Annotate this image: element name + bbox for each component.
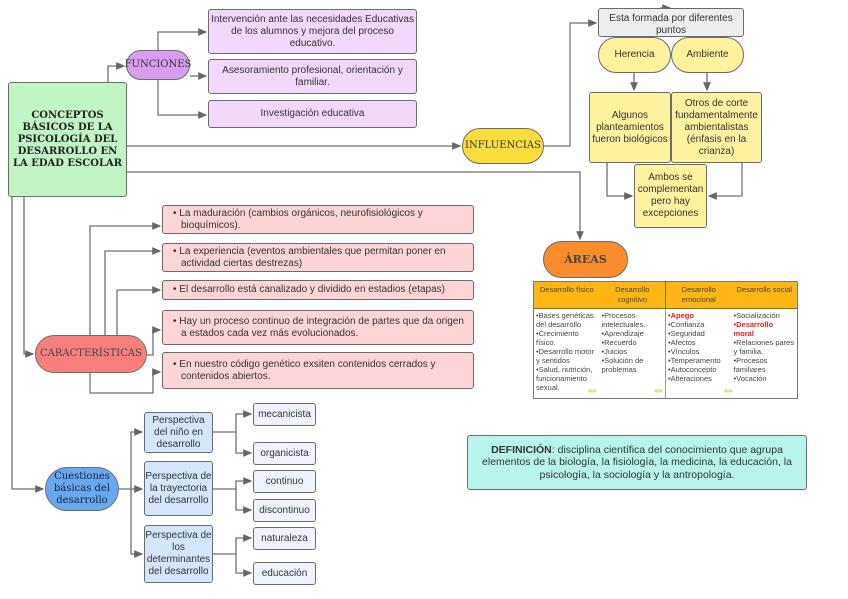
- main-concept-text: CONCEPTOS BÁSICOS DE LA PSICOLOGÍA DEL D…: [12, 109, 123, 169]
- funciones-label: FUNCIONES: [124, 59, 192, 70]
- herencia-label: Herencia: [614, 49, 655, 60]
- option-node: continuo: [253, 470, 316, 493]
- ambiente-label: Ambiente: [686, 49, 729, 60]
- area-item: •Vocación: [733, 374, 767, 383]
- influencias-label: INFLUENCIAS: [465, 140, 541, 151]
- area-item: •Bases genéticas del desarrollo: [536, 311, 594, 329]
- area-item: •Salud, nutrición, funcionamiento sexual…: [536, 365, 593, 392]
- ambiente-detail-node: Otros de corte fundamentalmente ambienta…: [671, 92, 762, 163]
- area-item: •Autoconcepto: [668, 365, 717, 374]
- main-concept-node: CONCEPTOS BÁSICOS DE LA PSICOLOGÍA DEL D…: [8, 82, 127, 197]
- caracteristica-text: • La experiencia (eventos ambientales qu…: [173, 245, 446, 269]
- herencia-detail-text: Algunos planteamientos fueron biológicos: [592, 109, 668, 145]
- caracteristica-text: • La maduración (cambios orgánicos, neur…: [173, 207, 423, 231]
- area-item: •Seguridad: [668, 329, 705, 338]
- area-item: •Recuerdo: [601, 338, 637, 347]
- herencia-detail-node: Algunos planteamientos fueron biológicos: [589, 92, 671, 163]
- area-item: •Alteraciones: [668, 374, 712, 383]
- funcion-item: Investigación educativa: [208, 100, 417, 128]
- definicion-content: DEFINICIÓN: disciplina científica del co…: [476, 444, 798, 482]
- caracteristica-text: • Hay un proceso continuo de integración…: [173, 315, 464, 339]
- area-item: •Apego: [668, 311, 694, 320]
- conclusion-node: Ambos se complementan pero hay excepcion…: [634, 164, 707, 228]
- option-node: discontinuo: [253, 499, 316, 522]
- column-header: Desarrollo social: [736, 285, 792, 294]
- perspectiva-node: Perspectiva de la trayectoria del desarr…: [144, 461, 213, 516]
- area-item: •Socialización: [733, 311, 780, 320]
- perspectiva-node: Perspectiva del niño en desarrollo: [144, 412, 213, 453]
- area-item: •Relaciones pares y familia.: [733, 338, 795, 356]
- definicion-text: : disciplina científica del conocimiento…: [482, 443, 792, 481]
- conclusion-text: Ambos se complementan pero hay excepcion…: [637, 172, 704, 219]
- ambiente-node: Ambiente: [671, 37, 744, 73]
- caracteristica-item: • La experiencia (eventos ambientales qu…: [162, 243, 474, 272]
- option-node: mecanicista: [253, 403, 316, 426]
- column-header: Desarrollo físico: [539, 285, 594, 294]
- ambiente-detail-text: Otros de corte fundamentalmente ambienta…: [675, 97, 758, 157]
- caracteristica-item: • Hay un proceso continuo de integración…: [162, 310, 474, 345]
- column-header: Desarrollo cognitivo: [615, 285, 650, 304]
- caracteristica-text: • En nuestro código genético exsiten con…: [173, 358, 436, 382]
- funcion-item: Intervención ante las necesidades Educat…: [208, 9, 417, 54]
- area-item: •Juicios: [601, 347, 628, 356]
- area-item: •Crecimiento físico.: [536, 329, 579, 347]
- option-node: educación: [253, 562, 316, 585]
- funcion-text: Investigación educativa: [260, 108, 365, 119]
- perspectiva-label: Perspectiva del niño en desarrollo: [152, 414, 205, 450]
- funcion-text: Asesoramiento profesional, orientación y…: [222, 64, 403, 88]
- areas-label: ÁREAS: [564, 252, 607, 266]
- option-node: naturaleza: [253, 527, 316, 550]
- option-node: organicista: [253, 442, 316, 465]
- areas-table: Desarrollo físico Desarrollo cognitivo D…: [533, 281, 798, 399]
- option-label: educación: [261, 567, 308, 579]
- area-item: •Aprendizaje: [601, 329, 644, 338]
- area-item: •Procesos familiares: [733, 356, 768, 374]
- areas-column: •Procesos intelectuales.•Aprendizaje•Rec…: [600, 309, 666, 398]
- funcion-item: Asesoramiento profesional, orientación y…: [208, 59, 417, 94]
- funcion-text: Intervención ante las necesidades Educat…: [211, 13, 414, 49]
- area-item: •Afectos: [668, 338, 696, 347]
- option-label: organicista: [260, 447, 309, 459]
- option-label: naturaleza: [261, 532, 308, 544]
- perspectiva-label: Perspectiva de los determinantes del des…: [145, 530, 212, 577]
- puntos-text: Esta formada por diferentes puntos: [609, 13, 733, 36]
- areas-node: ÁREAS: [543, 241, 628, 278]
- caracteristica-item: • El desarrollo está canalizado y dividi…: [162, 280, 474, 300]
- areas-column: •Bases genéticas del desarrollo•Crecimie…: [534, 309, 600, 398]
- definicion-label: DEFINICIÓN: [491, 443, 552, 456]
- area-item: •Vínculos: [668, 347, 700, 356]
- cuestiones-label: Cuestiones básicas del desarrollo: [53, 471, 111, 506]
- areas-column: •Apego•Confianza•Seguridad•Afectos•Víncu…: [665, 309, 732, 398]
- puntos-node: Esta formada por diferentes puntos: [598, 8, 744, 37]
- definicion-box: DEFINICIÓN: disciplina científica del co…: [467, 435, 807, 490]
- double-arrow-icon: ⇔: [586, 382, 599, 397]
- double-arrow-icon: ⇔: [652, 382, 665, 397]
- double-arrow-icon: ⇔: [722, 382, 735, 397]
- column-header: Desarrollo emocional: [665, 282, 732, 308]
- caracteristica-item: • La maduración (cambios orgánicos, neur…: [162, 205, 474, 234]
- funciones-node: FUNCIONES: [124, 50, 192, 80]
- perspectiva-label: Perspectiva de la trayectoria del desarr…: [145, 470, 212, 506]
- area-item: •Desarrollo motor y sentidos: [536, 347, 595, 365]
- area-item: •Confianza: [668, 320, 705, 329]
- areas-table-body: •Bases genéticas del desarrollo•Crecimie…: [534, 309, 797, 398]
- area-item: •Procesos intelectuales.: [601, 311, 646, 329]
- option-label: mecanicista: [258, 408, 311, 420]
- cuestiones-node: Cuestiones básicas del desarrollo: [45, 467, 119, 511]
- areas-table-header: Desarrollo físico Desarrollo cognitivo D…: [534, 282, 797, 309]
- caracteristicas-label: CARACTERÍSTICAS: [40, 348, 142, 359]
- area-item: •Solución de problemas: [601, 356, 644, 374]
- influencias-node: INFLUENCIAS: [462, 128, 544, 164]
- caracteristica-item: • En nuestro código genético exsiten con…: [162, 352, 474, 389]
- areas-column: •Socialización•Desarrollo moral•Relacion…: [732, 309, 798, 398]
- area-item: •Desarrollo moral: [733, 320, 774, 338]
- option-label: continuo: [265, 475, 304, 487]
- area-item: •Temperamento: [668, 356, 721, 365]
- herencia-node: Herencia: [598, 37, 671, 73]
- caracteristica-text: • El desarrollo está canalizado y dividi…: [173, 284, 445, 295]
- perspectiva-node: Perspectiva de los determinantes del des…: [144, 525, 213, 583]
- option-label: discontinuo: [259, 504, 310, 516]
- caracteristicas-node: CARACTERÍSTICAS: [35, 335, 147, 373]
